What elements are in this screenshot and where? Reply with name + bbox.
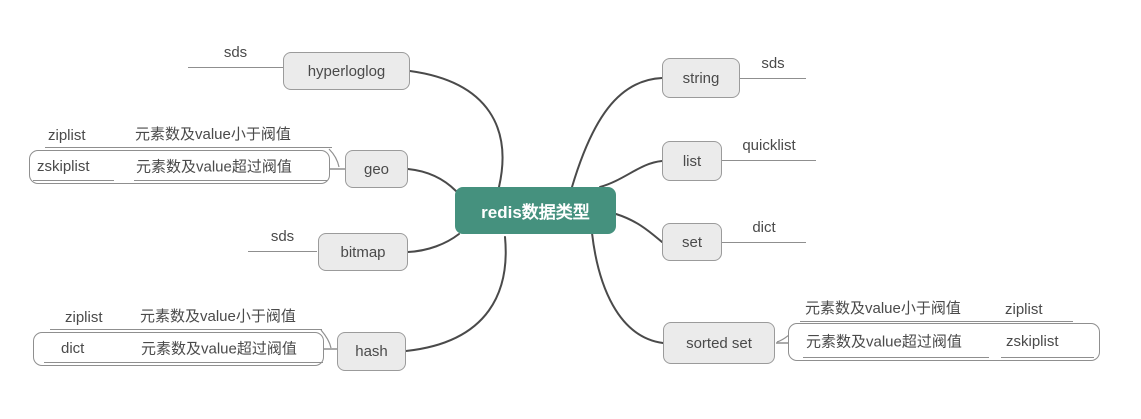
leaf-node-list-quicklist[interactable]: quicklist xyxy=(722,137,816,161)
leaf-node-hash-ziplist[interactable]: ziplist xyxy=(65,309,103,326)
connector-root-sortedset xyxy=(591,232,664,344)
connector-root-hyperloglog xyxy=(409,70,504,188)
underline xyxy=(134,180,327,181)
branch-row-sortedset-above-threshold[interactable]: 元素数及value超过阀值 zskiplist xyxy=(788,323,1100,361)
connector-hash-row1 xyxy=(320,329,332,349)
branch-row-geo-below-threshold: ziplist 元素数及value小于阀值 xyxy=(45,116,332,148)
leaf-node-sortedset-zskiplist[interactable]: zskiplist xyxy=(1006,332,1059,350)
connector-root-set xyxy=(615,213,663,243)
branch-node-hash-condition-above[interactable]: 元素数及value超过阀值 xyxy=(141,340,297,358)
leaf-node-geo-ziplist[interactable]: ziplist xyxy=(48,127,86,144)
leaf-node-sortedset-ziplist[interactable]: ziplist xyxy=(1005,301,1043,318)
leaf-node-hash-dict[interactable]: dict xyxy=(61,339,85,357)
node-set[interactable]: set xyxy=(662,223,722,261)
node-list[interactable]: list xyxy=(662,141,722,181)
underline xyxy=(141,362,323,363)
branch-row-hash-above-threshold[interactable]: dict 元素数及value超过阀值 xyxy=(33,332,324,366)
connector-root-list xyxy=(599,160,663,188)
leaf-node-hyperloglog-sds[interactable]: sds xyxy=(188,44,283,68)
branch-row-geo-above-threshold[interactable]: zskiplist 元素数及value超过阀值 xyxy=(29,150,330,184)
branch-node-geo-condition-below[interactable]: 元素数及value小于阀值 xyxy=(135,126,291,143)
connector-root-geo xyxy=(407,168,457,192)
underline xyxy=(44,362,141,363)
underline xyxy=(803,357,989,358)
branch-node-geo-condition-above[interactable]: 元素数及value超过阀值 xyxy=(136,158,292,176)
connector-root-string xyxy=(571,77,663,188)
connector-geo-row1 xyxy=(328,148,340,168)
node-bitmap[interactable]: bitmap xyxy=(318,233,408,271)
branch-row-sortedset-below-threshold: 元素数及value小于阀值 ziplist xyxy=(800,296,1073,322)
branch-row-hash-below-threshold: ziplist 元素数及value小于阀值 xyxy=(50,299,322,330)
leaf-node-bitmap-sds[interactable]: sds xyxy=(248,228,317,252)
root-node-redis-data-types[interactable]: redis数据类型 xyxy=(455,187,616,234)
node-hyperloglog[interactable]: hyperloglog xyxy=(283,52,410,90)
underline xyxy=(33,180,114,181)
node-hash[interactable]: hash xyxy=(337,332,406,371)
node-string[interactable]: string xyxy=(662,58,740,98)
connector-root-hash xyxy=(405,236,507,352)
branch-node-sortedset-condition-below[interactable]: 元素数及value小于阀值 xyxy=(805,300,961,317)
leaf-node-string-sds[interactable]: sds xyxy=(740,55,806,79)
node-sorted-set[interactable]: sorted set xyxy=(663,322,775,364)
branch-node-sortedset-condition-above[interactable]: 元素数及value超过阀值 xyxy=(806,333,962,351)
underline xyxy=(1001,357,1094,358)
node-geo[interactable]: geo xyxy=(345,150,408,188)
branch-node-hash-condition-below[interactable]: 元素数及value小于阀值 xyxy=(140,308,296,325)
leaf-node-set-dict[interactable]: dict xyxy=(722,219,806,243)
leaf-node-geo-zskiplist[interactable]: zskiplist xyxy=(37,157,90,175)
connector-root-bitmap xyxy=(407,233,460,253)
